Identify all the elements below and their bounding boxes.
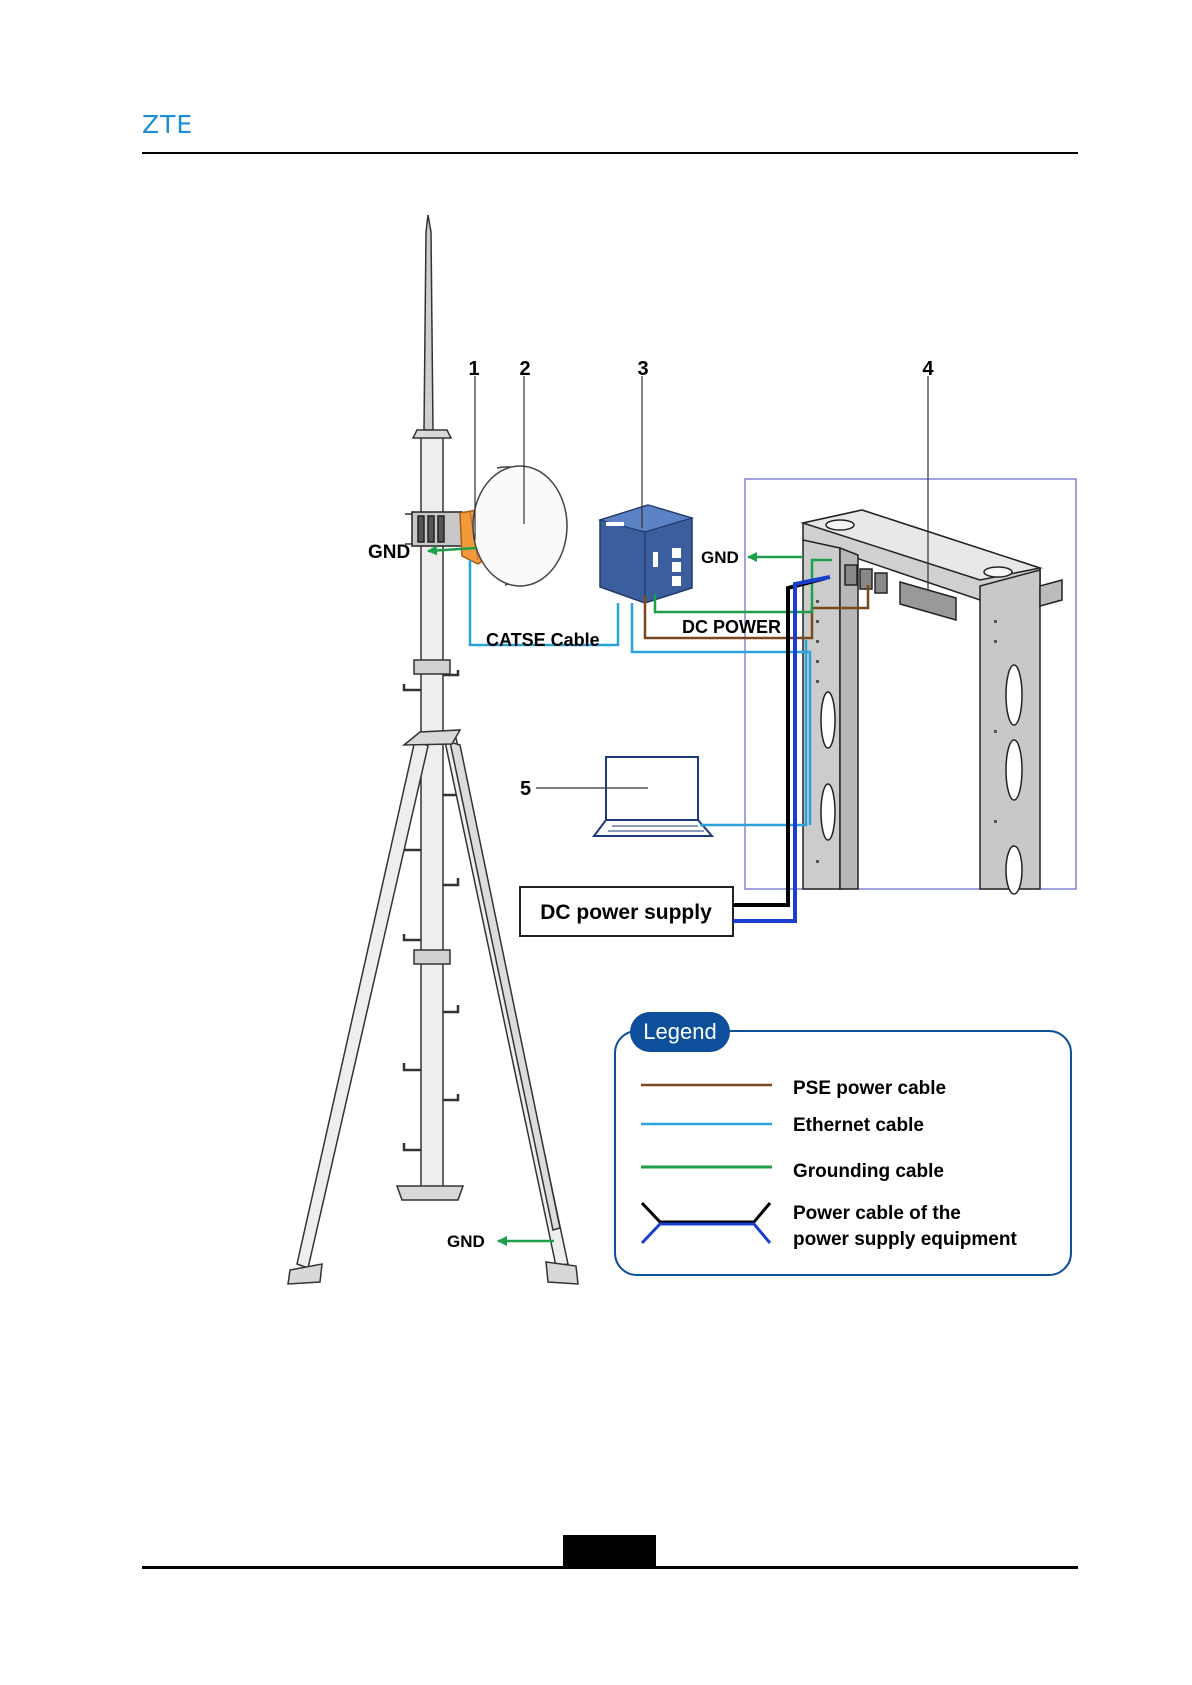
legend-label-power-line1: Power cable of the bbox=[793, 1203, 961, 1224]
dc-power-supply-label: DC power supply bbox=[540, 901, 712, 924]
callout-4: 4 bbox=[922, 358, 934, 380]
gnd-label-idu: GND bbox=[701, 548, 739, 567]
dc-power-label: DC POWER bbox=[682, 617, 781, 637]
legend-label-pse: PSE power cable bbox=[793, 1078, 946, 1099]
footer-rule bbox=[142, 1566, 1078, 1569]
catse-cable-label: CATSE Cable bbox=[486, 630, 600, 650]
legend: Legend PSE power cable Ethernet cable Gr… bbox=[615, 1012, 1071, 1275]
laptop bbox=[594, 757, 712, 836]
gnd-label-base: GND bbox=[447, 1232, 485, 1251]
page-number-tab bbox=[563, 1535, 656, 1568]
legend-label-ground: Grounding cable bbox=[793, 1161, 944, 1182]
antenna-dish bbox=[473, 466, 567, 586]
gnd-label-antenna: GND bbox=[368, 542, 410, 563]
mast bbox=[288, 215, 578, 1284]
callout-5: 5 bbox=[520, 778, 531, 800]
ethernet-cable-laptop bbox=[700, 640, 806, 825]
legend-label-ethernet: Ethernet cable bbox=[793, 1115, 924, 1136]
legend-title: Legend bbox=[643, 1019, 716, 1044]
callout-1: 1 bbox=[468, 358, 479, 380]
callout-2: 2 bbox=[519, 358, 530, 380]
idu-unit bbox=[600, 505, 692, 603]
legend-label-power-line2: power supply equipment bbox=[793, 1229, 1017, 1250]
odu-mount-bracket bbox=[412, 512, 462, 546]
callout-3: 3 bbox=[637, 358, 648, 380]
equipment-rack bbox=[803, 510, 1062, 894]
